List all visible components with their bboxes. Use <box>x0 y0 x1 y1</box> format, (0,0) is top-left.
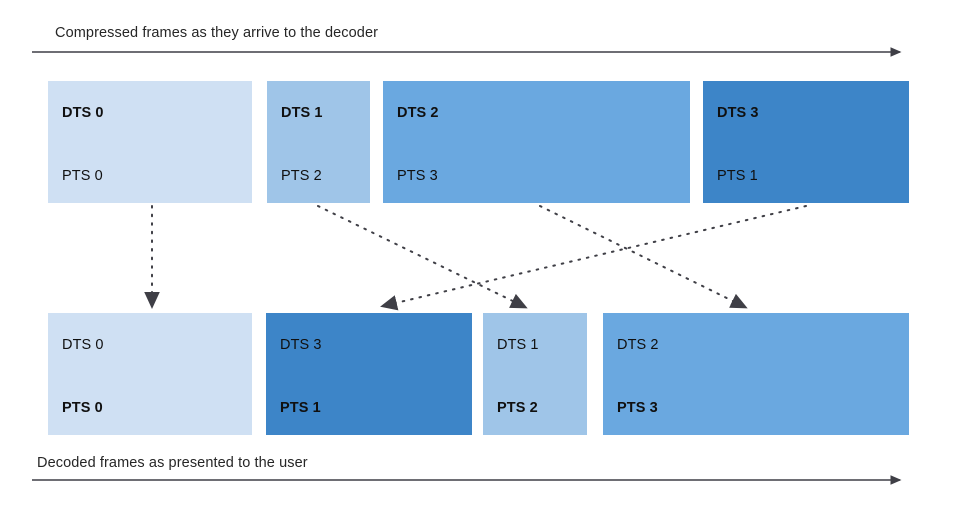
caption-decoded-frames: Decoded frames as presented to the user <box>37 455 308 471</box>
frame-bottom-pts3-pts: PTS 3 <box>617 400 658 416</box>
frame-top-dts1-dts: DTS 1 <box>281 105 323 121</box>
map-dts3-to-pts1 <box>380 205 807 311</box>
frame-top-dts0[interactable]: DTS 0 PTS 0 <box>48 81 252 203</box>
frame-top-dts3-pts: PTS 1 <box>717 168 758 184</box>
frame-bottom-pts0-dts: DTS 0 <box>62 337 104 353</box>
frame-top-dts3-dts: DTS 3 <box>717 105 759 121</box>
frame-top-dts2-dts: DTS 2 <box>397 105 439 121</box>
frame-top-dts2[interactable]: DTS 2 PTS 3 <box>383 81 690 203</box>
frame-bottom-pts2-dts: DTS 1 <box>497 337 539 353</box>
frame-top-dts1[interactable]: DTS 1 PTS 2 <box>267 81 370 203</box>
frame-bottom-pts1[interactable]: DTS 3 PTS 1 <box>266 313 472 435</box>
frame-bottom-pts2-pts: PTS 2 <box>497 400 538 416</box>
frame-top-dts0-dts: DTS 0 <box>62 105 104 121</box>
frame-bottom-pts1-dts: DTS 3 <box>280 337 322 353</box>
timeline-arrow-top <box>32 47 902 57</box>
map-dts2-to-pts3 <box>539 205 748 309</box>
frame-bottom-pts3-dts: DTS 2 <box>617 337 659 353</box>
frame-bottom-pts3[interactable]: DTS 2 PTS 3 <box>603 313 909 435</box>
frame-top-dts1-pts: PTS 2 <box>281 168 322 184</box>
frame-bottom-pts0[interactable]: DTS 0 PTS 0 <box>48 313 252 435</box>
frame-top-dts0-pts: PTS 0 <box>62 168 103 184</box>
frame-bottom-pts2[interactable]: DTS 1 PTS 2 <box>483 313 587 435</box>
frame-bottom-pts1-pts: PTS 1 <box>280 400 321 416</box>
timeline-arrow-bottom <box>32 475 902 485</box>
frame-bottom-pts0-pts: PTS 0 <box>62 400 103 416</box>
caption-compressed-frames: Compressed frames as they arrive to the … <box>55 25 379 41</box>
map-dts1-to-pts2 <box>317 205 528 309</box>
frame-top-dts3[interactable]: DTS 3 PTS 1 <box>703 81 909 203</box>
frame-top-dts2-pts: PTS 3 <box>397 168 438 184</box>
